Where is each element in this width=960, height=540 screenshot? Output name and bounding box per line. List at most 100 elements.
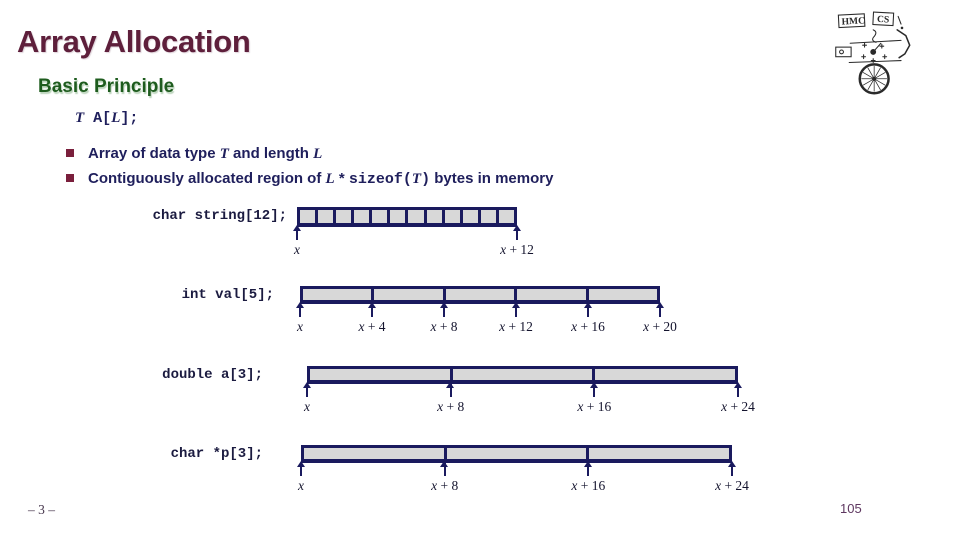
memory-cell <box>354 210 370 223</box>
text-segment: Contiguously allocated region of <box>88 170 326 187</box>
memory-cell <box>445 289 515 300</box>
address-label: x + 12 <box>500 242 534 257</box>
memory-cell <box>444 210 460 223</box>
memory-cell <box>588 289 658 300</box>
address-variable: x <box>430 319 437 334</box>
bullet-text: Array of data type T and length L <box>88 145 322 163</box>
address-variable: x <box>715 478 722 493</box>
address-variable: x <box>437 399 444 414</box>
tick-arrowhead-icon <box>439 302 448 308</box>
text-segment: Array of data type <box>88 145 220 162</box>
memory-cell <box>426 210 442 223</box>
tick-arrowhead-icon <box>733 382 742 388</box>
svg-text:CS: CS <box>877 14 890 26</box>
text-segment: L <box>111 110 121 126</box>
memory-box <box>307 366 738 384</box>
memory-cell <box>462 210 478 223</box>
text-segment: sizeof( <box>348 171 412 188</box>
memory-cell <box>517 289 586 300</box>
memory-cell <box>480 210 496 223</box>
svg-text:HMC: HMC <box>841 15 865 27</box>
memory-cell <box>408 210 424 223</box>
address-tick <box>587 463 590 476</box>
memory-cell <box>446 448 587 459</box>
tick-arrowhead-icon <box>727 461 736 467</box>
address-label: x + 4 <box>358 319 386 334</box>
memory-cell <box>595 369 736 380</box>
address-tick <box>593 384 596 397</box>
address-tick <box>299 304 301 317</box>
address-label: x <box>252 242 342 258</box>
address-label: x + 8 <box>431 478 459 493</box>
address-variable: x <box>304 399 310 414</box>
address-tick <box>306 384 308 397</box>
text-segment: bytes in memory <box>430 170 554 187</box>
address-variable: x <box>577 399 584 414</box>
text-segment: L <box>313 146 323 162</box>
array-declaration: char *p[3]; <box>170 446 263 462</box>
tick-arrowhead-icon <box>589 382 598 388</box>
tick-arrowhead-icon <box>655 302 664 308</box>
memory-cell <box>336 210 352 223</box>
address-variable: x <box>298 478 304 493</box>
memory-cell <box>303 289 372 300</box>
address-variable: x <box>643 319 650 334</box>
address-tick <box>296 227 298 240</box>
address-label: x + 8 <box>430 319 458 334</box>
address-variable: x <box>571 478 578 493</box>
text-segment: L <box>325 171 335 187</box>
declaration-code: T A[L]; <box>75 109 138 127</box>
text-segment: ]; <box>120 110 139 127</box>
address-label: x + 8 <box>437 399 465 414</box>
memory-cell <box>390 210 406 223</box>
text-segment: A[ <box>84 110 112 127</box>
address-tick <box>443 463 446 476</box>
memory-cell <box>372 210 388 223</box>
bullet-contiguous-region: Contiguously allocated region of L * siz… <box>66 170 553 188</box>
text-segment: and length <box>228 145 314 162</box>
address-tick <box>731 463 733 476</box>
text-segment: * <box>334 170 349 187</box>
address-variable: x <box>721 399 728 414</box>
memory-cell <box>310 369 450 380</box>
array-declaration: char string[12]; <box>152 208 287 224</box>
tick-arrowhead-icon <box>512 225 521 231</box>
address-tick <box>659 304 661 317</box>
address-label: x <box>256 478 346 494</box>
bullet-square-icon <box>66 174 74 182</box>
address-tick <box>371 304 373 317</box>
address-label: x + 12 <box>499 319 533 334</box>
address-label: x + 16 <box>577 399 612 414</box>
tick-arrowhead-icon <box>446 382 455 388</box>
bullet-array-type-length: Array of data type T and length L <box>66 145 322 163</box>
tick-arrowhead-icon <box>440 461 449 467</box>
address-variable: x <box>500 242 507 257</box>
text-segment: ) <box>421 171 431 188</box>
address-variable: x <box>297 319 303 334</box>
address-tick <box>737 384 739 397</box>
address-tick <box>515 304 517 317</box>
tick-arrowhead-icon <box>295 302 304 308</box>
page-number: 105 <box>840 501 862 516</box>
text-segment: T <box>411 171 422 187</box>
section-heading: Basic Principle <box>38 76 175 97</box>
address-tick <box>516 227 518 240</box>
memory-cell <box>300 210 316 223</box>
tick-arrowhead-icon <box>302 382 311 388</box>
bullet-square-icon <box>66 149 74 157</box>
address-variable: x <box>294 242 300 257</box>
memory-box <box>301 445 732 463</box>
address-label: x + 16 <box>571 478 606 493</box>
slide-title: Array Allocation <box>17 24 251 59</box>
memory-cell <box>374 289 443 300</box>
address-tick <box>449 384 452 397</box>
address-label: x + 20 <box>643 319 677 334</box>
bullet-text: Contiguously allocated region of L * siz… <box>88 170 553 188</box>
address-label: x + 24 <box>715 478 749 493</box>
array-declaration: double a[3]; <box>162 367 263 383</box>
memory-cell <box>452 369 593 380</box>
tick-arrowhead-icon <box>583 461 592 467</box>
page-label: – 3 – <box>28 502 55 517</box>
